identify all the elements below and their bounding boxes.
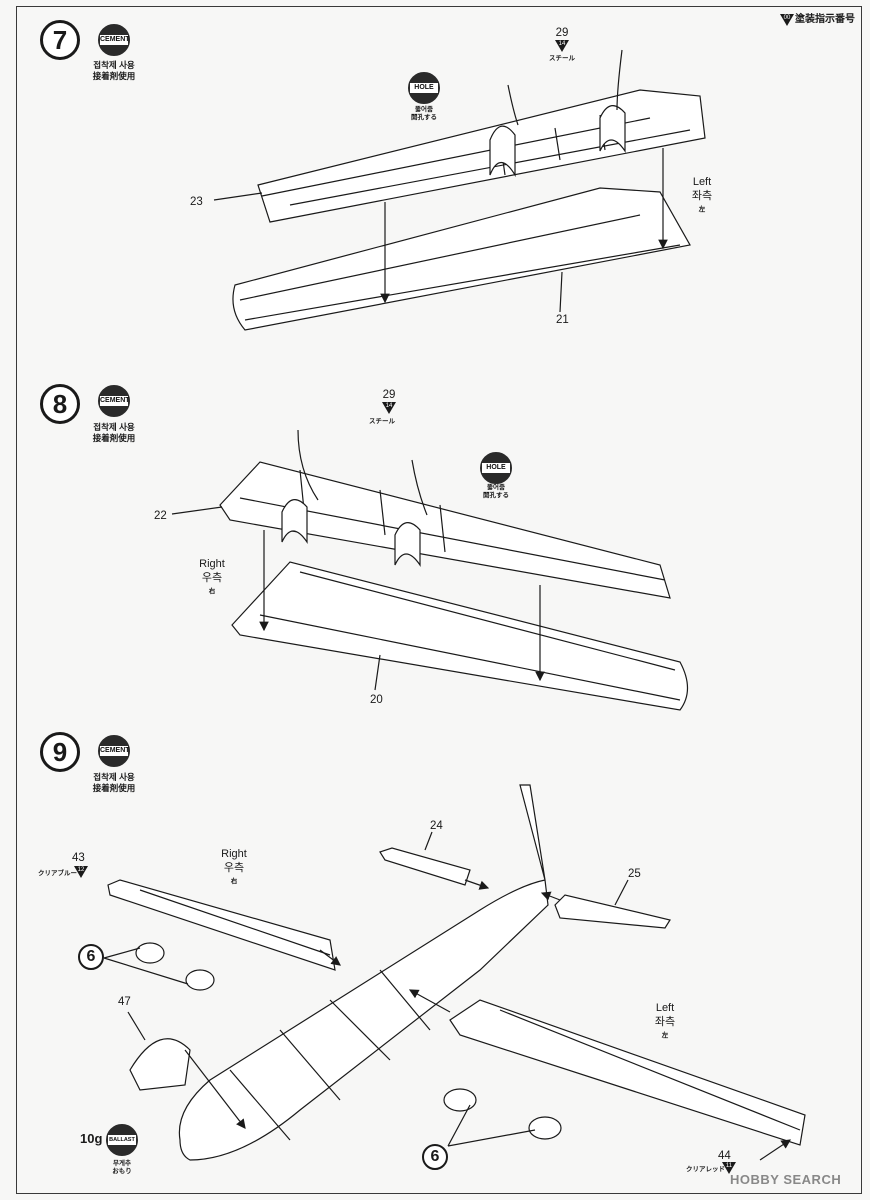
page-frame	[16, 6, 862, 1194]
flap-track	[281, 499, 308, 544]
cement-text-ja: 接着剤使用	[92, 71, 136, 81]
part-22: 22	[154, 510, 167, 522]
step-9-number: 9	[40, 732, 80, 772]
hole-text-ja: 開孔する	[411, 114, 437, 121]
paint-ref-number: 29	[382, 389, 396, 401]
cement-text-ja: 接着剤使用	[92, 433, 136, 443]
side-en: Left	[692, 176, 712, 188]
paint-name: スチール	[369, 418, 395, 425]
paint-triangle-icon: 14	[555, 40, 569, 52]
hole-badge-label: HOLE	[482, 463, 510, 473]
fuselage	[178, 784, 549, 1161]
engine-nacelle	[135, 942, 165, 964]
paint-legend: 塗装指示番号	[795, 14, 855, 25]
part-20: 20	[370, 694, 383, 706]
wing-upper-23	[257, 89, 706, 223]
side-ja: 右	[208, 588, 216, 595]
step-7-number: 7	[40, 20, 80, 60]
left-side-ko: 좌측	[654, 1016, 676, 1028]
cement-text-ko: 접착제 사용	[93, 60, 135, 70]
paint-number-triangle-icon: 00	[780, 14, 794, 26]
paint-43-code: 12	[77, 867, 85, 873]
paint-name: スチール	[549, 55, 575, 62]
ref-step-6-lower: 6	[422, 1144, 448, 1170]
hole-icon: HOLE	[408, 72, 440, 104]
paint-code: 14	[558, 41, 566, 47]
cement-badge-label: CEMENT	[100, 746, 130, 756]
cement-badge-label: CEMENT	[100, 396, 130, 406]
engine-nacelle	[443, 1088, 477, 1112]
ref-step-6: 6	[78, 944, 104, 970]
hole-text-ko: 뚫어줌	[487, 484, 505, 491]
paint-ref-number: 29	[555, 27, 569, 39]
side-ja: 左	[698, 206, 706, 213]
part-43: 43	[72, 852, 85, 864]
part-44: 44	[718, 1150, 731, 1162]
left-wing	[449, 999, 806, 1146]
hole-badge-label: HOLE	[410, 83, 438, 93]
wing-lower-20	[231, 561, 689, 711]
stabilizer-24	[379, 847, 471, 886]
paint-triangle-icon: 14	[382, 402, 396, 414]
side-ko: 좌측	[691, 190, 713, 202]
right-wing	[107, 879, 336, 971]
cement-icon: CEMENT	[98, 24, 130, 56]
right-side-ko: 우측	[223, 862, 245, 874]
flap-track	[599, 105, 626, 153]
engine-nacelle	[185, 969, 215, 991]
cement-text-ko: 접착제 사용	[93, 422, 135, 432]
ballast-weight: 10g	[80, 1131, 103, 1146]
part-47: 47	[118, 996, 131, 1008]
wing-upper-22	[219, 461, 671, 599]
right-side-en: Right	[221, 848, 247, 860]
cement-icon: CEMENT	[98, 735, 130, 767]
step-8-number: 8	[40, 384, 80, 424]
part-23: 23	[190, 196, 203, 208]
hole-text-ko: 뚫어줌	[415, 106, 433, 113]
ballast-text-ja: おもり	[112, 1168, 132, 1175]
engine-nacelle	[528, 1116, 562, 1140]
cement-badge-label: CEMENT	[100, 35, 130, 45]
paint-43-name: クリアブルー	[38, 870, 77, 877]
cockpit-canopy-47	[129, 1038, 191, 1091]
paint-triangle-icon: 12	[74, 866, 88, 878]
flap-track	[489, 125, 516, 178]
right-side-ja: 右	[230, 878, 238, 885]
flap-track	[394, 522, 421, 567]
hole-icon: HOLE	[480, 452, 512, 484]
part-25: 25	[628, 868, 641, 880]
ballast-text-ko: 무게추	[113, 1160, 131, 1167]
paint-44-name: クリアレッド	[686, 1166, 725, 1173]
stabilizer-25	[554, 894, 671, 929]
watermark: HOBBY SEARCH	[730, 1172, 842, 1187]
side-en: Right	[199, 558, 225, 570]
ballast-icon: BALLAST	[106, 1124, 138, 1156]
ballast-badge-label: BALLAST	[108, 1135, 136, 1145]
paint-code: 14	[385, 403, 393, 409]
wing-lower-21	[232, 187, 691, 331]
side-ko: 우측	[201, 572, 223, 584]
left-side-en: Left	[655, 1002, 675, 1014]
part-21: 21	[556, 314, 569, 326]
part-24: 24	[430, 820, 443, 832]
left-side-ja: 左	[661, 1032, 669, 1039]
hole-text-ja: 開孔する	[483, 492, 509, 499]
cement-text-ja: 接着剤使用	[92, 783, 136, 793]
cement-icon: CEMENT	[98, 385, 130, 417]
cement-text-ko: 접착제 사용	[93, 772, 135, 782]
paint-44-code: 11	[725, 1163, 733, 1169]
paint-triangle-icon: 11	[722, 1162, 736, 1174]
